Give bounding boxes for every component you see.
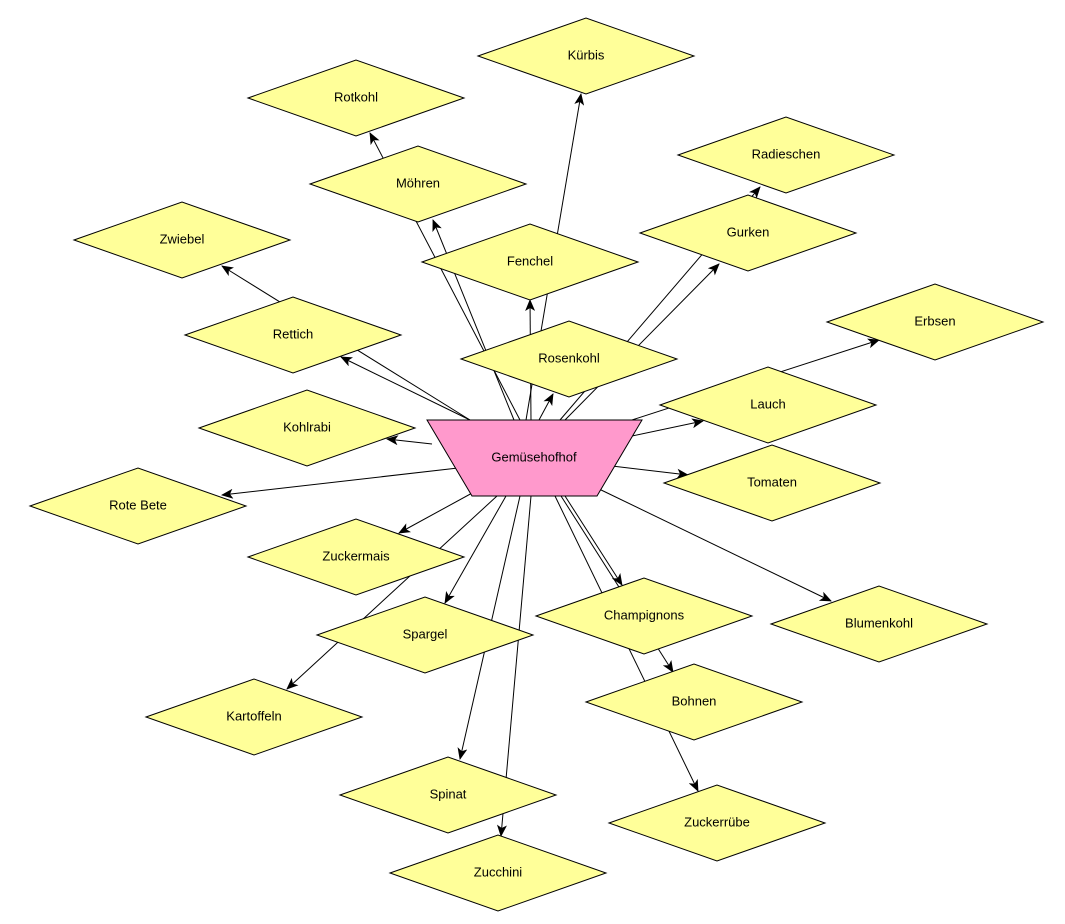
node-zwiebel-shape[interactable]: [72, 201, 292, 279]
node-fenchel-label: Fenchel: [507, 253, 553, 268]
node-spargel-shape[interactable]: [315, 596, 535, 674]
node-zuckermais-label: Zuckermais: [322, 548, 390, 563]
node-lauch[interactable]: Lauch: [658, 366, 878, 444]
edge-hub-to-kartoffeln: [286, 495, 498, 690]
node-tomaten-shape[interactable]: [662, 444, 882, 522]
node-spinat-label: Spinat: [430, 786, 467, 801]
node-champignons-label: Champignons: [604, 607, 685, 622]
edge-hub-to-kohlrabi: [386, 435, 433, 446]
node-gurken-label: Gurken: [727, 224, 770, 239]
node-radieschen[interactable]: Radieschen: [676, 116, 896, 194]
edge-hub-to-champignons: [564, 495, 623, 586]
node-rotkohl[interactable]: Rotkohl: [246, 59, 466, 137]
node-champignons-shape[interactable]: [534, 577, 754, 655]
node-champignons[interactable]: Champignons: [534, 577, 754, 655]
node-zuckerruebe[interactable]: Zuckerrübe: [607, 784, 827, 862]
node-zwiebel-label: Zwiebel: [160, 231, 205, 246]
node-rosenkohl-label: Rosenkohl: [538, 350, 600, 365]
node-kohlrabi[interactable]: Kohlrabi: [197, 389, 417, 467]
node-kuerbis-shape[interactable]: [476, 17, 696, 95]
node-rettich[interactable]: Rettich: [183, 296, 403, 374]
node-fenchel-shape[interactable]: [420, 223, 640, 301]
edge-hub-to-gurken: [564, 263, 720, 421]
hub-node-label: Gemüsehofhof: [491, 449, 577, 464]
node-spinat-shape[interactable]: [338, 756, 558, 834]
node-rotkohl-label: Rotkohl: [334, 89, 378, 104]
node-rote-bete[interactable]: Rote Bete: [28, 467, 248, 545]
edge-hub-to-rettich: [340, 356, 471, 421]
node-kartoffeln[interactable]: Kartoffeln: [144, 678, 364, 756]
node-gurken[interactable]: Gurken: [638, 194, 858, 272]
node-zwiebel[interactable]: Zwiebel: [72, 201, 292, 279]
node-tomaten[interactable]: Tomaten: [662, 444, 882, 522]
node-bohnen-label: Bohnen: [672, 693, 717, 708]
node-rettich-shape[interactable]: [183, 296, 403, 374]
node-kuerbis-label: Kürbis: [568, 47, 605, 62]
node-spargel[interactable]: Spargel: [315, 596, 535, 674]
node-lauch-label: Lauch: [750, 396, 785, 411]
node-blumenkohl-label: Blumenkohl: [845, 615, 913, 630]
node-moehren[interactable]: Möhren: [308, 145, 528, 223]
edge-hub-to-lauch: [631, 418, 704, 437]
hub-node-shape[interactable]: [426, 419, 643, 497]
node-kartoffeln-label: Kartoffeln: [226, 708, 281, 723]
node-lauch-shape[interactable]: [658, 366, 878, 444]
node-radieschen-label: Radieschen: [752, 146, 821, 161]
node-zucchini-shape[interactable]: [388, 834, 608, 912]
node-fenchel[interactable]: Fenchel: [420, 223, 640, 301]
node-erbsen-label: Erbsen: [914, 313, 955, 328]
edge-hub-to-blumenkohl: [596, 487, 832, 602]
node-zuckermais-shape[interactable]: [246, 518, 466, 596]
node-rosenkohl-shape[interactable]: [459, 320, 679, 398]
edge-hub-to-spargel: [444, 495, 507, 604]
node-zuckermais[interactable]: Zuckermais: [246, 518, 466, 596]
edge-hub-to-rote-bete: [221, 467, 459, 499]
node-kartoffeln-shape[interactable]: [144, 678, 364, 756]
node-kuerbis[interactable]: Kürbis: [476, 17, 696, 95]
edge-hub-to-tomaten: [611, 465, 689, 479]
node-kohlrabi-shape[interactable]: [197, 389, 417, 467]
node-blumenkohl[interactable]: Blumenkohl: [769, 585, 989, 663]
edge-hub-to-rosenkohl: [538, 393, 554, 421]
node-zucchini-label: Zucchini: [474, 864, 523, 879]
node-kohlrabi-label: Kohlrabi: [283, 419, 331, 434]
node-erbsen[interactable]: Erbsen: [825, 283, 1045, 361]
node-zuckerruebe-shape[interactable]: [607, 784, 827, 862]
node-zuckerruebe-label: Zuckerrübe: [684, 814, 750, 829]
node-rote-bete-label: Rote Bete: [109, 497, 167, 512]
node-moehren-shape[interactable]: [308, 145, 528, 223]
node-rote-bete-shape[interactable]: [28, 467, 248, 545]
node-rettich-label: Rettich: [273, 326, 313, 341]
node-moehren-label: Möhren: [396, 175, 440, 190]
node-radieschen-shape[interactable]: [676, 116, 896, 194]
node-rosenkohl[interactable]: Rosenkohl: [459, 320, 679, 398]
node-bohnen[interactable]: Bohnen: [584, 663, 804, 741]
node-erbsen-shape[interactable]: [825, 283, 1045, 361]
node-rotkohl-shape[interactable]: [246, 59, 466, 137]
node-tomaten-label: Tomaten: [747, 474, 797, 489]
node-spinat[interactable]: Spinat: [338, 756, 558, 834]
node-blumenkohl-shape[interactable]: [769, 585, 989, 663]
node-zucchini[interactable]: Zucchini: [388, 834, 608, 912]
node-spargel-label: Spargel: [403, 626, 448, 641]
node-gurken-shape[interactable]: [638, 194, 858, 272]
node-bohnen-shape[interactable]: [584, 663, 804, 741]
hub-layer: Gemüsehofhof: [426, 419, 643, 497]
